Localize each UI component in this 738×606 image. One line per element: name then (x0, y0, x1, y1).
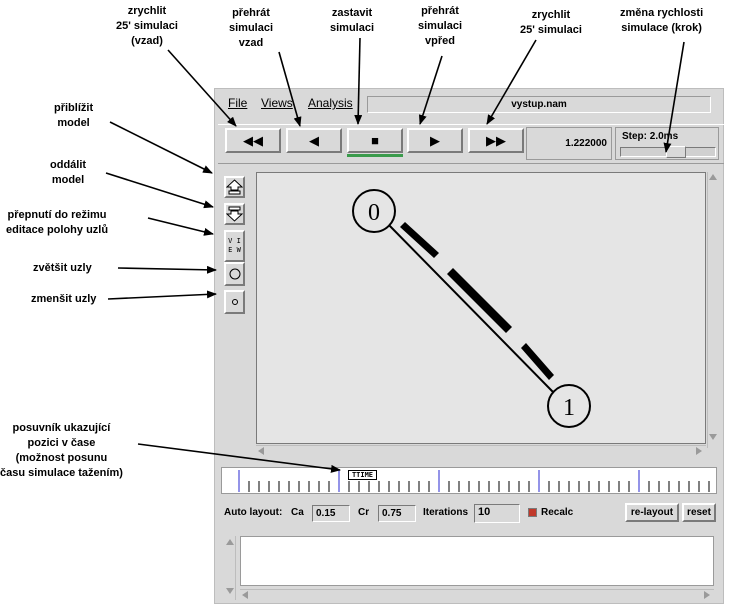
packet-3 (521, 343, 554, 380)
annotation-time-slider: posuvník ukazující pozici v čase (možnos… (0, 422, 123, 479)
node-1-label: 1 (563, 395, 575, 421)
relayout-button[interactable]: re-layout (625, 503, 679, 522)
auto-layout-label: Auto layout: (224, 507, 283, 518)
menu-file-label: File (228, 96, 248, 110)
annotation-edit-mode: přepnutí do režimu editace polohy uzlů (6, 209, 109, 236)
annotation-fast-back: zrychlit 25' simulaci (vzad) (116, 5, 178, 47)
time-slider[interactable]: TTIME (221, 467, 717, 494)
shrink-nodes-button[interactable] (224, 290, 245, 314)
node-0[interactable] (352, 189, 396, 233)
link-0-1 (384, 220, 554, 393)
ca-input[interactable]: 0.15 (312, 505, 350, 522)
enlarge-nodes-button[interactable] (224, 262, 245, 286)
annotation-shrink-nodes: zmenšit uzly (31, 293, 97, 305)
network-canvas[interactable]: 0 1 (256, 172, 706, 444)
edit-mode-button[interactable]: V I E W (224, 230, 245, 262)
scroll-up-arrow-icon[interactable] (709, 174, 717, 180)
time-display: 1.222000 (526, 127, 612, 160)
annotation-zoom-in: přiblížit model (54, 102, 94, 129)
canvas-horizontal-scrollbar[interactable] (256, 445, 706, 456)
step-control: Step: 2.0ms (615, 127, 719, 160)
step-slider-thumb[interactable] (666, 146, 686, 158)
annotation-stop: zastavit simulaci (330, 7, 375, 34)
cr-label: Cr (358, 507, 370, 518)
annotation-enlarge-nodes: zvětšit uzly (33, 262, 92, 274)
log-scroll-left-icon[interactable] (242, 591, 248, 599)
time-slider-thumb[interactable]: TTIME (348, 470, 377, 480)
annotation-zoom-out: oddálit model (50, 159, 87, 186)
scroll-left-arrow-icon[interactable] (258, 447, 264, 455)
edit-mode-label-top: V I (228, 237, 241, 245)
menu-analysis-label: Analysis (308, 96, 353, 110)
log-text-area[interactable] (240, 536, 714, 586)
fast-back-button[interactable]: ◀◀ (225, 128, 281, 153)
arrow-edit-mode (147, 217, 214, 236)
log-scroll-down-icon[interactable] (226, 588, 234, 594)
ca-label: Ca (291, 507, 304, 518)
play-forward-button[interactable]: ▶ (407, 128, 463, 153)
zoom-out-icon (226, 206, 243, 222)
log-scroll-right-icon[interactable] (704, 591, 710, 599)
fast-forward-button[interactable]: ▶▶ (468, 128, 524, 153)
iterations-label: Iterations (423, 507, 469, 518)
iterations-input[interactable]: 10 (474, 504, 520, 523)
play-forward-icon: ▶ (430, 133, 440, 148)
log-scroll-up-icon[interactable] (226, 539, 234, 545)
menu-views-label: Views (261, 96, 293, 110)
arrow-zoom-out (105, 172, 214, 209)
log-vertical-scrollbar[interactable] (224, 536, 236, 600)
node-1[interactable] (547, 384, 591, 428)
fast-forward-icon: ▶▶ (486, 133, 506, 148)
stop-icon: ■ (371, 133, 379, 148)
log-horizontal-scrollbar[interactable] (240, 589, 714, 600)
annotation-fast-forward: zrychlit 25' simulaci (520, 9, 582, 36)
arrow-zoom-in (109, 121, 213, 174)
network-graph: 0 1 (352, 189, 591, 428)
time-value: 1.222000 (565, 138, 607, 149)
annotation-play-back: přehrát simulaci vzad (229, 7, 274, 49)
zoom-out-button[interactable] (224, 203, 245, 225)
play-back-icon: ◀ (309, 133, 319, 148)
large-circle-icon (229, 268, 240, 280)
time-slider-thumb-label: TTIME (351, 471, 374, 479)
menu-file[interactable]: File (228, 96, 247, 114)
cr-input[interactable]: 0.75 (378, 505, 416, 522)
edit-mode-label-bottom: E W (228, 246, 241, 254)
trace-file-title: vystup.nam (367, 96, 711, 113)
scroll-right-arrow-icon[interactable] (696, 447, 702, 455)
packet-2 (447, 268, 512, 333)
small-circle-icon (231, 299, 238, 305)
fast-back-icon: ◀◀ (243, 133, 263, 148)
zoom-in-button[interactable] (224, 176, 245, 198)
zoom-in-icon (226, 179, 243, 195)
menu-views[interactable]: Views (261, 96, 293, 114)
stop-button[interactable]: ■ (347, 128, 403, 153)
menu-analysis[interactable]: Analysis (308, 96, 353, 114)
arrow-shrink-nodes (107, 290, 217, 300)
time-ruler (238, 470, 710, 492)
packet-1 (400, 222, 439, 258)
player-toolbar (218, 124, 724, 164)
stop-active-indicator (347, 154, 403, 157)
arrow-enlarge-nodes (117, 265, 217, 274)
node-0-label: 0 (368, 200, 380, 226)
annotation-play-forward: přehrát simulaci vpřed (418, 5, 463, 47)
play-back-button[interactable]: ◀ (286, 128, 342, 153)
canvas-vertical-scrollbar[interactable] (707, 172, 718, 448)
recalc-checkbox[interactable] (528, 508, 537, 517)
scroll-down-arrow-icon[interactable] (709, 434, 717, 440)
annotation-speed-change: změna rychlosti simulace (krok) (620, 7, 704, 34)
step-label: Step: 2.0ms (622, 131, 679, 142)
reset-button[interactable]: reset (682, 503, 716, 522)
recalc-label: Recalc (541, 507, 574, 518)
